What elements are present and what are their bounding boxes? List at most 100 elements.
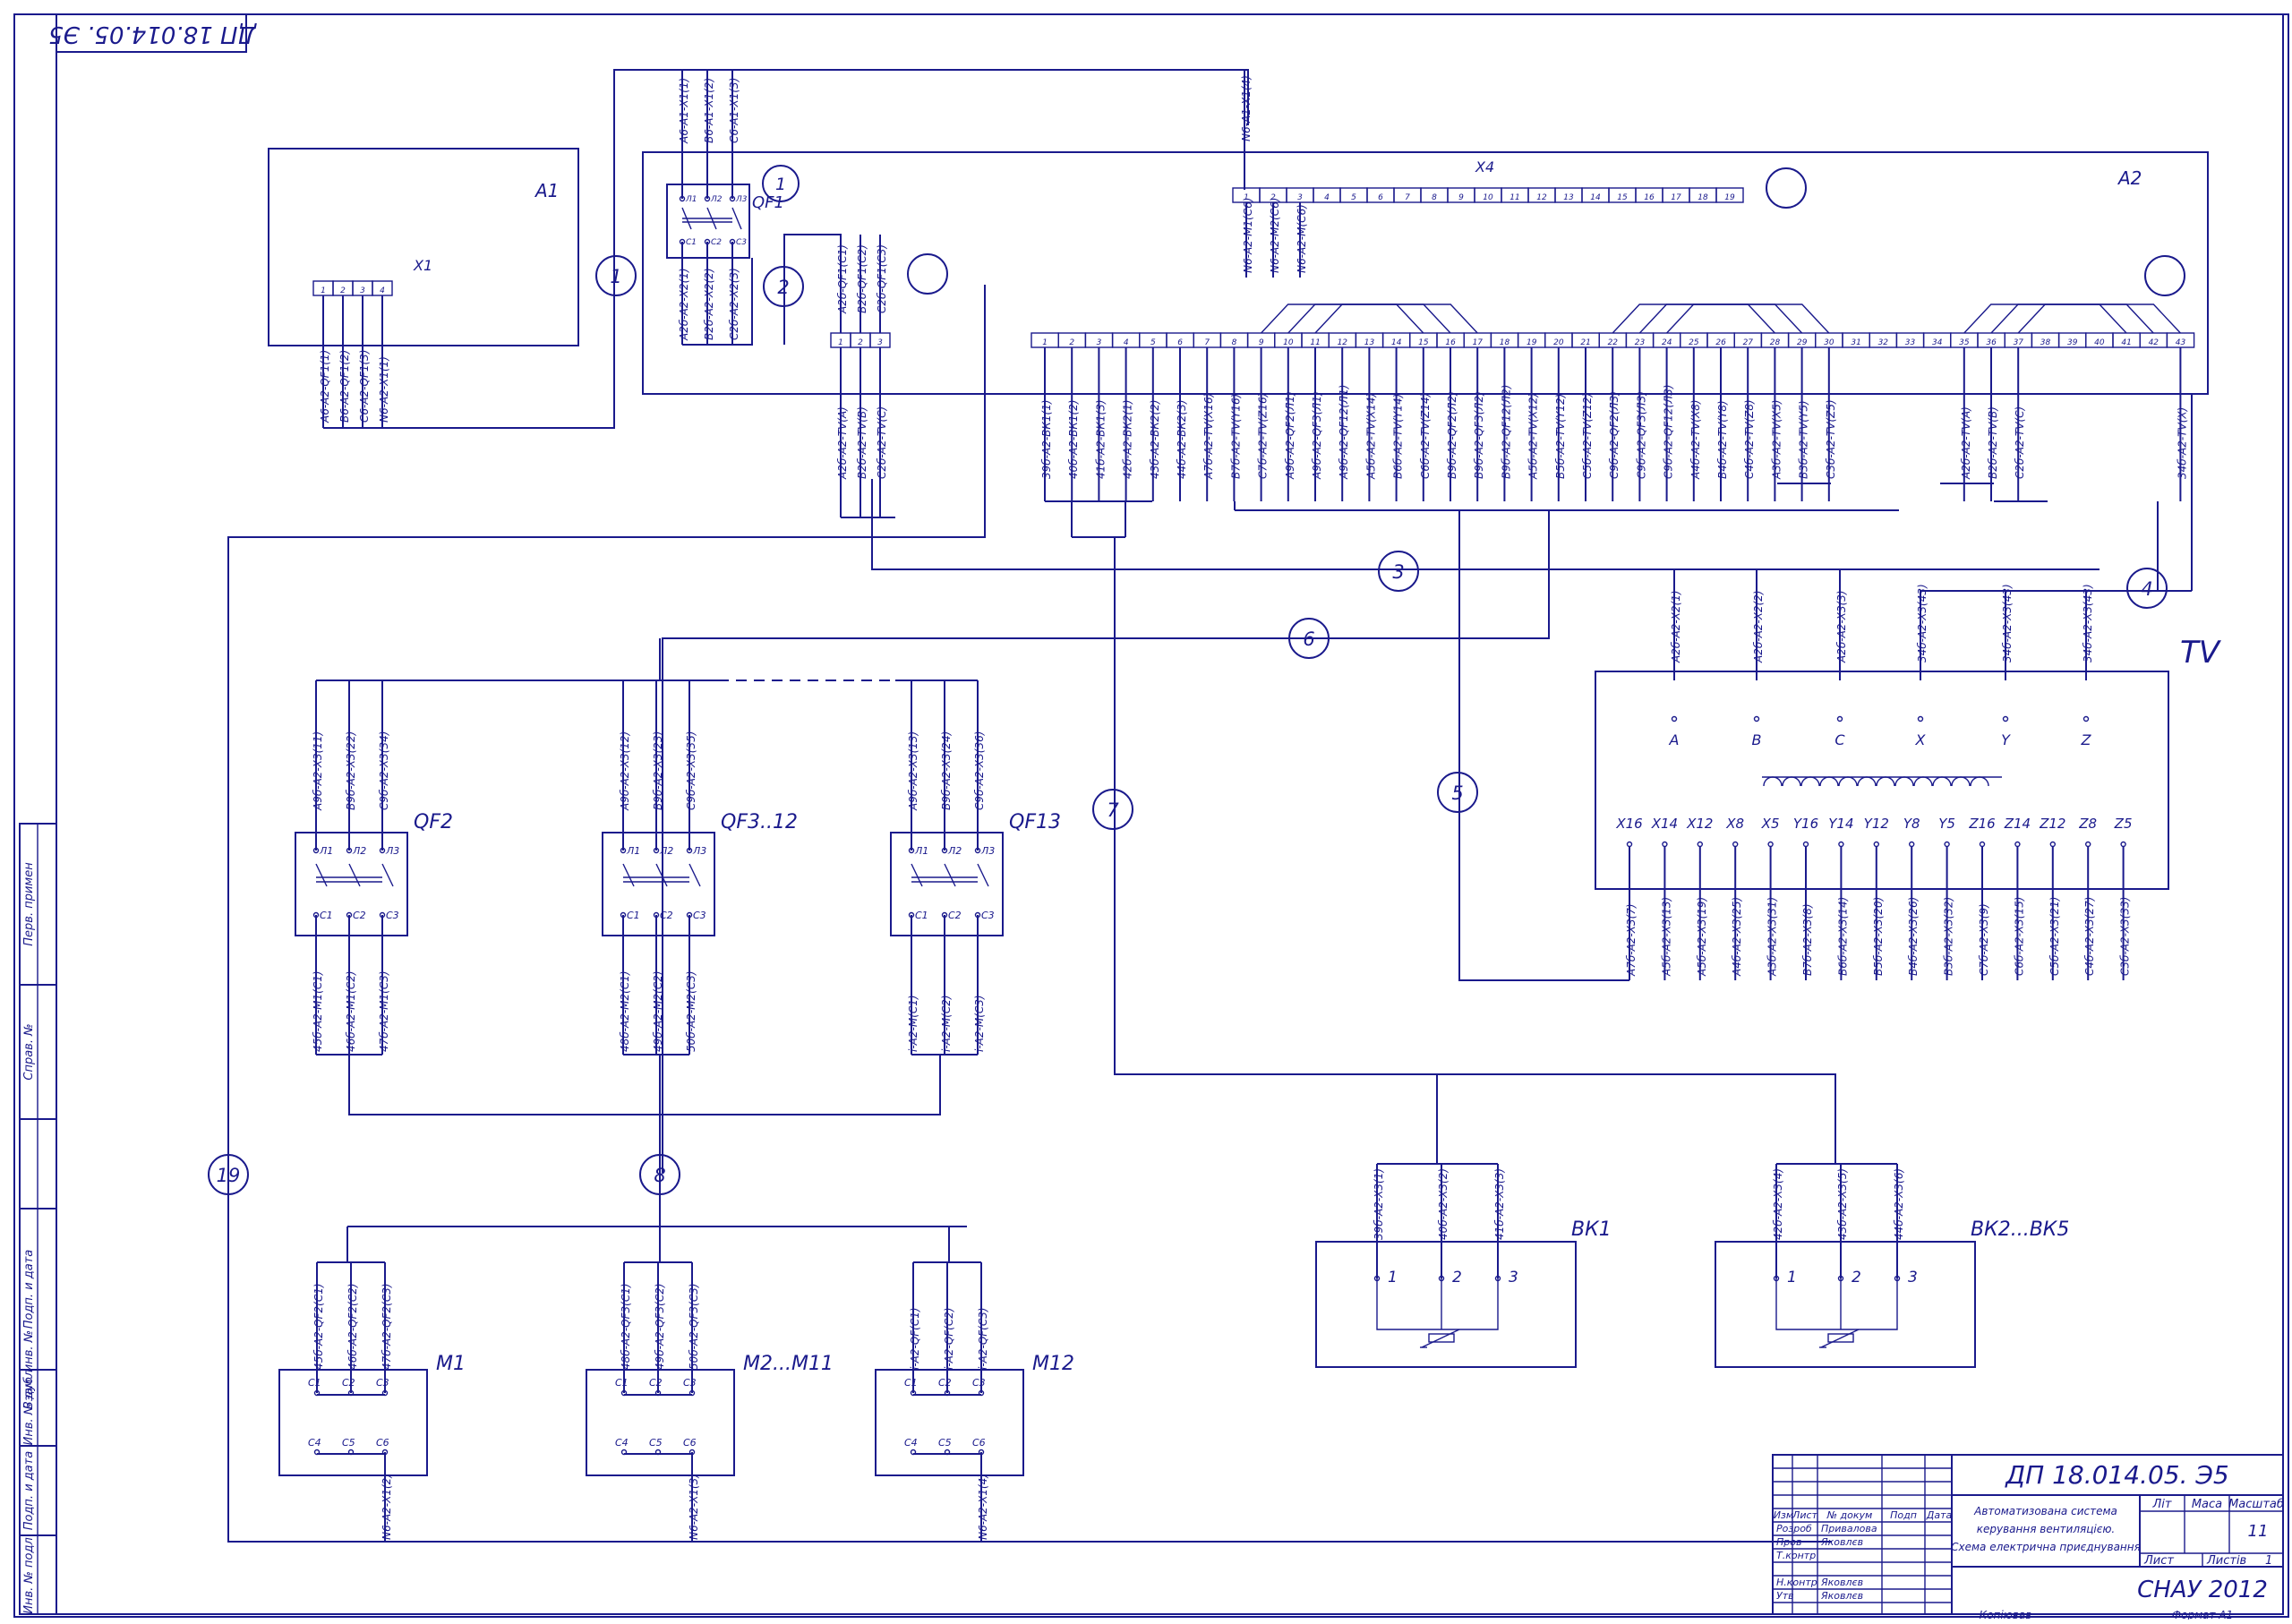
breaker-top-term: Л1 <box>319 845 333 857</box>
tv-top-term: A <box>1669 731 1680 748</box>
x3-pin-number: 8 <box>1232 338 1237 347</box>
breaker-bottom-term: С2 <box>948 910 962 921</box>
side-label: Инв. № подл <box>22 1537 36 1614</box>
wire-label: N6-А2-М(С6) <box>1296 204 1308 273</box>
rotated-stamp: ДП 18.014.05. Э5 <box>48 21 257 47</box>
qf1-label: QF1 <box>752 193 784 212</box>
tv-bottom-term: X12 <box>1686 816 1713 832</box>
tv-top-term: Z <box>2081 731 2092 748</box>
x3-pin-number: 21 <box>1580 338 1590 347</box>
wire-label: А9б-А2-QF12(Л1) <box>1338 385 1350 480</box>
wire-label: 39б-А2-X3(1) <box>1373 1168 1385 1240</box>
wire-path <box>1775 1278 1898 1330</box>
wire-label: N6-А1-X1(4) <box>1240 75 1253 141</box>
motor-body <box>875 1369 1024 1476</box>
x3-pin-number: 1 <box>1042 338 1048 347</box>
copied-label: Копіював <box>1980 1609 2032 1620</box>
x3-pin-number: 36 <box>1986 338 1997 347</box>
breaker-top-term: Л3 <box>385 845 399 857</box>
coil-turn <box>1838 776 1858 787</box>
wire-path <box>841 479 861 518</box>
wire-path <box>227 285 1832 1543</box>
x3-pin-number: 34 <box>1932 338 1943 347</box>
wire-label: А2б-А2-X2(1) <box>678 268 690 341</box>
x2-pin-number: 2 <box>858 338 863 347</box>
wire-label: А9б-А2-QF2(Л1) <box>1284 391 1296 480</box>
side-label: Инв. № дубл <box>22 1370 36 1446</box>
wire-label: В7б-А2-TV(Y16) <box>1229 394 1242 479</box>
wire-label: А2б-А2-X3(3) <box>1835 590 1848 663</box>
motor-top-term: С2 <box>649 1377 663 1389</box>
wire-path <box>682 258 753 346</box>
wire-label: 49б-А2-QF3(С2) <box>654 1283 666 1370</box>
role-name: Яковлєв <box>1820 1536 1863 1548</box>
wire-label: 45б-А2-QF2(С1) <box>312 1283 325 1370</box>
wire-label: А3б-А2-TV(X5) <box>1770 399 1783 480</box>
tv-bottom-term: Z16 <box>1968 816 1995 832</box>
wire-label: i-А2-QF(С1) <box>909 1307 921 1370</box>
tv-term-dot <box>1979 841 1986 848</box>
wire-label: 41б-А2-ВК1(3) <box>1094 399 1107 479</box>
sensor-term: 3 <box>1509 1269 1518 1286</box>
motor-bottom-term: С6 <box>972 1437 986 1449</box>
role-name: Приваловa <box>1821 1523 1877 1534</box>
wire-label: 34б-А2-X3(43) <box>2082 584 2094 662</box>
motor-label: M12 <box>1032 1353 1074 1375</box>
breaker-top-term: Л1 <box>626 845 640 857</box>
sensor-term: 3 <box>1908 1269 1918 1286</box>
motor-bottom-term: С4 <box>615 1437 629 1449</box>
x4-pin-number: 9 <box>1458 193 1464 202</box>
tv-term-dot <box>1626 841 1633 848</box>
x1-pin-number: 2 <box>340 286 346 295</box>
wire-path <box>1963 303 2181 334</box>
breaker-body <box>890 832 1004 936</box>
wire-label: В9б-А2-QF12(Л2) <box>1500 385 1512 479</box>
wire-label: А7б-А2-TV(X16) <box>1202 393 1215 480</box>
breaker-bottom-term: С3 <box>981 910 995 921</box>
x3-pin-number: 28 <box>1770 338 1781 347</box>
qf1-bubble <box>762 165 800 202</box>
wire-label: 40б-А2-ВК1(2) <box>1067 399 1080 479</box>
wire-label: В6-А1-X1(2) <box>703 78 715 143</box>
tv-term-dot <box>2002 715 2009 722</box>
x3-pin-number: 15 <box>1418 338 1429 347</box>
wire-label: А2б-А2-TV(A) <box>836 406 849 480</box>
bundle-number: 1 <box>610 266 621 287</box>
tv-bottom-term: X8 <box>1725 816 1744 832</box>
tv-bottom-term: Z12 <box>2039 816 2065 832</box>
tv-term-dot <box>1662 841 1668 848</box>
tv-term-dot <box>2082 715 2090 722</box>
motor-bottom-term: С6 <box>376 1437 389 1449</box>
wire-label: N6-А2-X1(4) <box>977 1474 989 1540</box>
wire-label: 48б-А2-М2(С1) <box>619 970 631 1052</box>
sheets-label: Листів <box>2206 1554 2246 1568</box>
x3-pin-number: 35 <box>1959 338 1970 347</box>
tv-label: TV <box>2180 635 2222 671</box>
x3-pin-number: 4 <box>1124 338 1129 347</box>
wire-label: А5б-А2-TV(X14) <box>1364 393 1377 480</box>
tv-bottom-term: X14 <box>1651 816 1678 832</box>
x4-pin-number: 7 <box>1405 193 1410 202</box>
wire-label: С4б-А2-X3(27) <box>2083 897 2096 976</box>
bundle-bubble <box>208 1154 249 1195</box>
tv-bottom-term: X5 <box>1761 816 1780 832</box>
wire-segment <box>1820 1329 1860 1348</box>
coil-turn <box>1819 776 1839 787</box>
wire-label: i-А2-QF(С2) <box>943 1307 955 1370</box>
wire-label: В5б-А2-X3(20) <box>1872 897 1885 976</box>
wire-label: В7б-А2-X3(8) <box>1801 903 1814 976</box>
x4-pin-number: 13 <box>1563 193 1574 202</box>
designation: ДП 18.014.05. Э5 <box>2004 1460 2229 1490</box>
wire-label: А9б-А2-X3(13) <box>907 731 919 811</box>
wire-label: С5б-А2-TV(Z12) <box>1581 393 1594 479</box>
motors-group: M1С1С4С2С5С3С6M2...M11С1С4С2С5С3С6M12С1С… <box>278 1353 1074 1476</box>
motor-bottom-term: С5 <box>649 1437 663 1449</box>
wire-path <box>2017 303 2127 334</box>
